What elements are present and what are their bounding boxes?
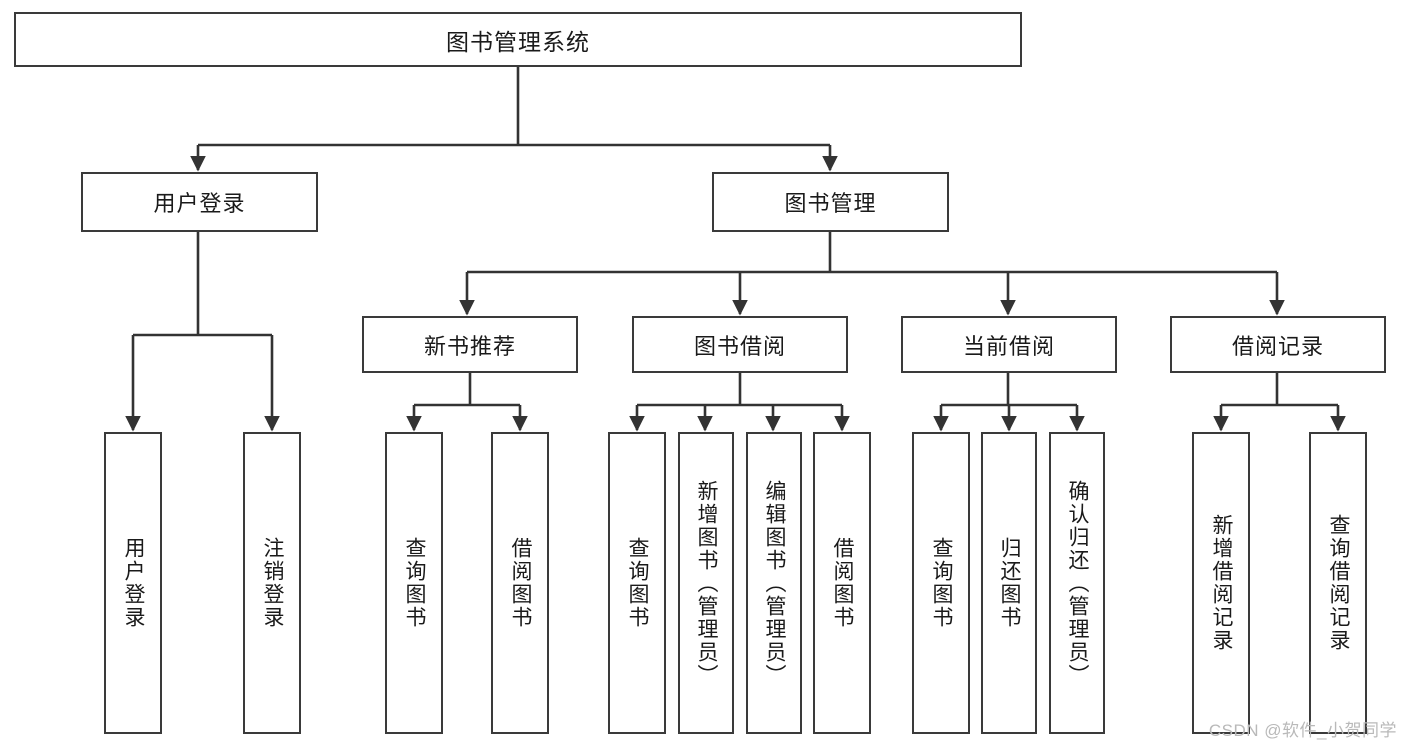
node-leaf-add-borrow-record[interactable]: 新增借阅记录: [1192, 432, 1250, 734]
node-leaf-label: 借阅图书: [831, 537, 855, 629]
node-leaf-return-book[interactable]: 归还图书: [981, 432, 1037, 734]
node-leaf-user-login[interactable]: 用户登录: [104, 432, 162, 734]
node-leaf-query-book-current[interactable]: 查询图书: [912, 432, 970, 734]
node-user-login[interactable]: 用户登录: [81, 172, 318, 232]
watermark-text: CSDN @软件_小贺同学: [1208, 721, 1397, 740]
node-leaf-query-borrow-record[interactable]: 查询借阅记录: [1309, 432, 1367, 734]
node-leaf-add-book-admin[interactable]: 新增图书（管理员）: [678, 432, 734, 734]
node-current-borrow[interactable]: 当前借阅: [901, 316, 1117, 373]
node-root[interactable]: 图书管理系统: [14, 12, 1022, 67]
node-leaf-label: 查询图书: [626, 537, 650, 629]
node-leaf-query-book-borrow[interactable]: 查询图书: [608, 432, 666, 734]
node-leaf-borrow-book-recommend[interactable]: 借阅图书: [491, 432, 549, 734]
node-leaf-label: 查询图书: [403, 537, 427, 629]
node-leaf-label: 注销登录: [261, 537, 285, 629]
node-leaf-label: 确认归还（管理员）: [1066, 479, 1090, 687]
node-leaf-label: 借阅图书: [509, 537, 533, 629]
node-new-book-recommend[interactable]: 新书推荐: [362, 316, 578, 373]
node-leaf-label: 新增图书（管理员）: [695, 479, 719, 687]
node-borrow-records[interactable]: 借阅记录: [1170, 316, 1386, 373]
node-leaf-borrow-book[interactable]: 借阅图书: [813, 432, 871, 734]
node-leaf-label: 查询借阅记录: [1327, 514, 1351, 652]
node-leaf-logout[interactable]: 注销登录: [243, 432, 301, 734]
node-leaf-query-book-recommend[interactable]: 查询图书: [385, 432, 443, 734]
node-book-management[interactable]: 图书管理: [712, 172, 949, 232]
node-leaf-label: 查询图书: [930, 537, 954, 629]
node-leaf-label: 归还图书: [998, 537, 1022, 629]
node-book-borrow[interactable]: 图书借阅: [632, 316, 848, 373]
node-leaf-edit-book-admin[interactable]: 编辑图书（管理员）: [746, 432, 802, 734]
node-leaf-label: 用户登录: [122, 537, 146, 629]
node-leaf-confirm-return-admin[interactable]: 确认归还（管理员）: [1049, 432, 1105, 734]
node-leaf-label: 编辑图书（管理员）: [763, 479, 787, 687]
node-leaf-label: 新增借阅记录: [1210, 514, 1234, 652]
